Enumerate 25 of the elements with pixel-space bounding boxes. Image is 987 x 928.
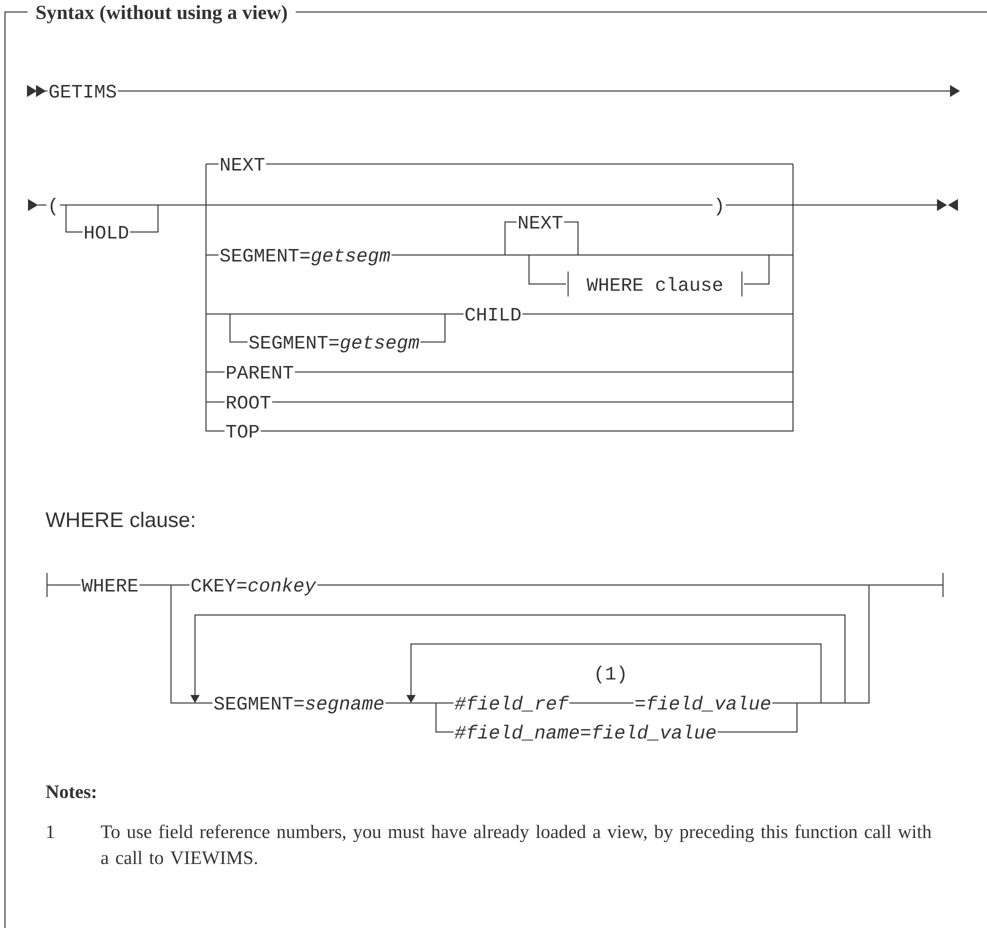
parameter: #field_name=field_value [454,724,718,742]
parenthesis: ) [712,196,726,216]
section-heading: WHERE clause: [46,512,194,528]
keyword: SEGMENT=getsegm [248,334,421,354]
parenthesis: ( [46,196,60,216]
keyword: TOP [224,424,261,439]
keyword: NEXT [516,214,564,230]
keyword: WHERE [80,578,140,592]
keyword: GETIMS [48,84,118,99]
keyword: HOLD [82,224,130,240]
notes-heading: Notes: [46,786,96,798]
parameter: =field_value [634,694,772,713]
keyword: SEGMENT=segname [212,696,386,714]
keyword: CKEY=conkey [190,576,318,596]
parameter: #field_ref [454,694,570,713]
note-number: 1 [47,825,54,838]
keyword: PARENT [224,364,295,380]
keyword: CHILD [464,306,523,322]
syntax-reference-box: WHERE clause [568,271,742,297]
keyword: NEXT [218,156,266,172]
note-text: To use field reference numbers, you must have already loaded a view, by preceding this function call with a call to VIEWIMS. [100,824,932,864]
keyword: ROOT [224,394,272,410]
keyword: SEGMENT=getsegm [218,248,392,266]
diagram-title: Syntax (without using a view) [28,3,296,26]
footnote-reference: (1) [592,664,629,684]
